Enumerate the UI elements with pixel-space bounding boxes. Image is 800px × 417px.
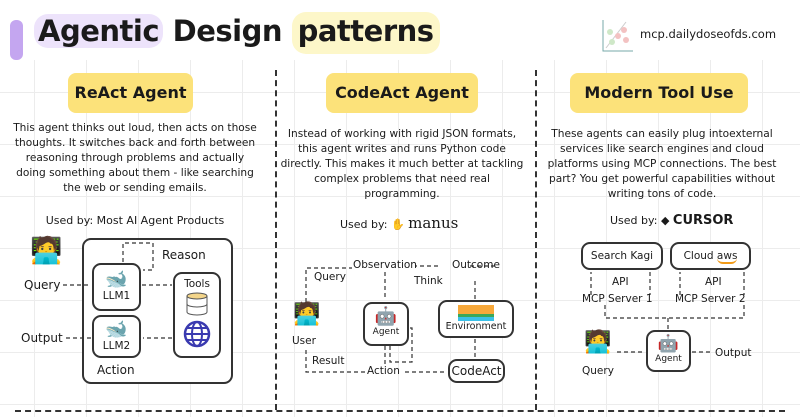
output-label: Output [715, 347, 752, 359]
accent-bar [10, 20, 23, 60]
whale-icon: 🐋 [105, 319, 128, 340]
react-title-badge: ReAct Agent [68, 73, 193, 113]
column-divider [275, 70, 277, 410]
modern-used-by: Used by: ◆ CURSOR [610, 213, 734, 228]
react-description: This agent thinks out loud, then acts on… [13, 122, 257, 194]
aws-logo: aws [716, 250, 738, 264]
cursor-cube-icon: ◆ [660, 214, 670, 227]
user-avatar-icon: 🧑‍💻 [30, 236, 63, 266]
search-kagi-box: Search Kagi [581, 242, 663, 270]
think-label: Think [414, 275, 443, 287]
reason-label: Reason [162, 248, 206, 262]
database-globe-icon [183, 292, 211, 348]
llm2-box: 🐋LLM2 [92, 315, 141, 358]
api-label-1: API [612, 276, 629, 288]
robot-icon: 🤖 [657, 334, 680, 354]
robot-icon: 🤖 [374, 306, 398, 327]
query-label: Query [314, 271, 346, 283]
cloud-aws-box: Cloud aws [670, 242, 751, 270]
user-avatar-icon: 🧑‍💻 [584, 330, 612, 355]
bottom-divider [15, 410, 785, 412]
query-label: Query [582, 365, 614, 377]
modern-tool-use-title-badge: Modern Tool Use [570, 73, 748, 113]
action-label: Action [367, 365, 400, 377]
codeact-box: CodeAct [448, 359, 505, 383]
manus-logo: manus [408, 214, 459, 232]
observation-label: Observation [353, 259, 417, 271]
whale-icon: 🐋 [105, 269, 128, 290]
tools-box: Tools [173, 272, 221, 358]
manus-hand-icon: ✋ [390, 218, 405, 231]
query-label: Query [24, 278, 61, 292]
output-label: Output [21, 331, 63, 345]
action-label: Action [97, 363, 135, 377]
codeact-title-badge: CodeAct Agent [326, 73, 478, 113]
user-avatar-icon: 🧑‍💻 [293, 302, 321, 327]
result-label: Result [312, 355, 345, 367]
environment-box: Environment [438, 300, 514, 338]
agent-box: 🤖Agent [363, 302, 409, 346]
page-title: Agentic Design patterns [34, 12, 440, 54]
scatter-logo-icon [602, 20, 633, 52]
modern-tool-use-description: These agents can easily plug intoexterna… [547, 128, 777, 200]
llm1-box: 🐋LLM1 [92, 263, 141, 311]
outcome-label: Outcome [452, 259, 500, 271]
codeact-description: Instead of working with rigid JSON forma… [280, 128, 524, 200]
column-divider [535, 70, 537, 410]
site-url[interactable]: mcp.dailydoseofds.com [640, 27, 777, 41]
react-used-by: Used by: Most AI Agent Products [45, 214, 225, 227]
user-label: User [292, 335, 316, 347]
api-label-2: API [705, 276, 722, 288]
mcp-server-2-label: MCP Server 2 [675, 293, 746, 305]
agent-box: 🤖Agent [646, 330, 691, 372]
landscape-icon [458, 305, 494, 321]
codeact-used-by: Used by: ✋ manus [340, 214, 459, 232]
mcp-server-1-label: MCP Server 1 [582, 293, 653, 305]
cursor-logo: CURSOR [672, 213, 734, 228]
